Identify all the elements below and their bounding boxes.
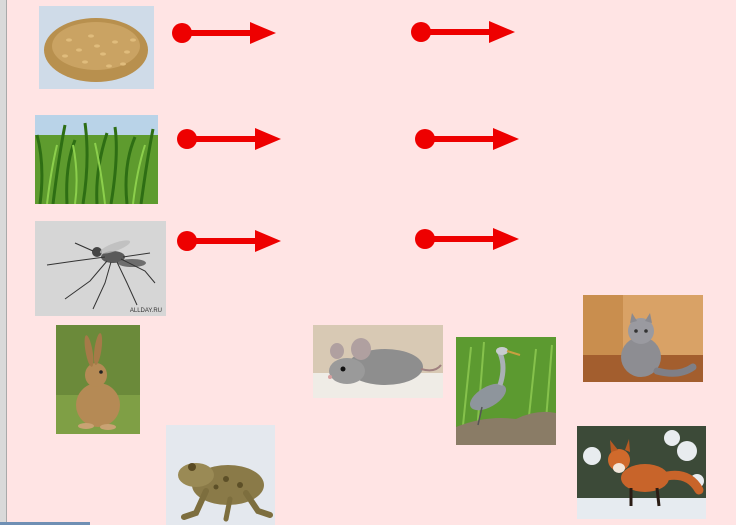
arrow-row2-a <box>175 126 285 152</box>
heron-icon <box>456 337 556 445</box>
fox-card[interactable] <box>577 426 706 519</box>
grass-icon <box>35 115 158 204</box>
right-arrow-icon <box>175 228 285 254</box>
hare-card[interactable] <box>56 325 140 434</box>
right-arrow-icon <box>413 226 523 252</box>
fox-icon <box>577 426 706 519</box>
right-arrow-icon <box>409 19 519 45</box>
mosquito-icon <box>35 221 166 316</box>
frog-icon <box>166 425 275 525</box>
right-arrow-icon <box>175 126 285 152</box>
arrow-row2-b <box>413 126 523 152</box>
mosquito-card[interactable]: ALLDAY.RU <box>35 221 166 316</box>
mouse-icon <box>313 325 443 398</box>
frog-card[interactable] <box>166 425 275 525</box>
arrow-row3-a <box>175 228 285 254</box>
cat-card[interactable] <box>583 295 703 382</box>
arrow-row1-a <box>170 20 280 46</box>
grain-pile-icon <box>39 6 154 89</box>
grain-card[interactable] <box>39 6 154 89</box>
mosquito-watermark: ALLDAY.RU <box>130 308 162 314</box>
right-arrow-icon <box>170 20 280 46</box>
arrow-row3-b <box>413 226 523 252</box>
grass-card[interactable] <box>35 115 158 204</box>
right-arrow-icon <box>413 126 523 152</box>
hare-icon <box>56 325 140 434</box>
window-left-border <box>0 0 7 525</box>
cat-icon <box>583 295 703 382</box>
arrow-row1-b <box>409 19 519 45</box>
heron-card[interactable] <box>456 337 556 445</box>
mouse-card[interactable] <box>313 325 443 398</box>
